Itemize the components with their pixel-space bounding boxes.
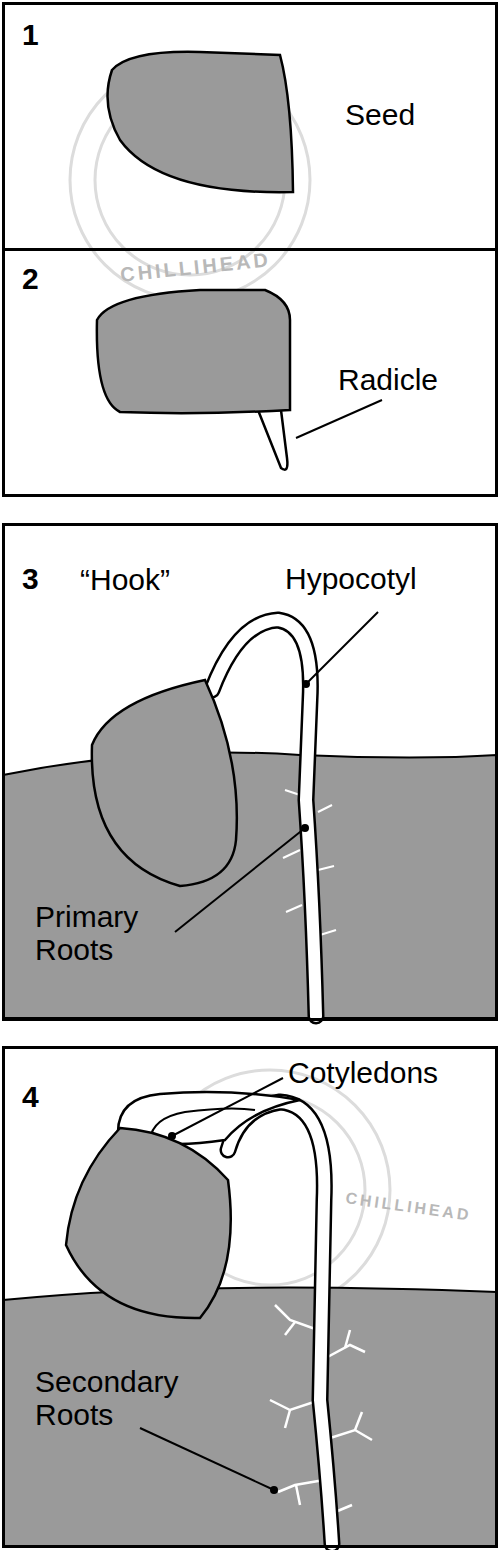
leader-line: [140, 1428, 274, 1490]
leader-dot: [302, 680, 310, 688]
panel: 2Radicle: [2, 248, 498, 497]
leader-line: [306, 612, 378, 684]
panel-number: 1: [22, 18, 39, 51]
panel: 4 CotyledonsSecondary Roots: [2, 1046, 498, 1548]
panel: 3 “Hook” HypocotylPrimary Roots: [2, 523, 498, 1021]
cotyledon-inner: [150, 1108, 255, 1140]
leader-line: [296, 400, 382, 438]
soil: [3, 753, 497, 1019]
panel: 1Seed: [2, 2, 498, 251]
seed: [92, 680, 237, 886]
seed: [66, 1128, 231, 1318]
leader-dot: [168, 1132, 176, 1140]
leader-line: [175, 828, 305, 932]
part-label: Radicle: [338, 363, 438, 396]
seed: [97, 290, 290, 413]
watermark: CHILLIHEAD: [344, 1189, 472, 1224]
watermark: CHILLIHEAD: [119, 248, 272, 287]
part-label: Seed: [345, 98, 415, 131]
hypocotyl-outline: [228, 1102, 332, 1544]
part-label: Primary Roots: [35, 900, 185, 966]
part-label: Cotyledons: [288, 1056, 438, 1089]
part-label: Hypocotyl: [285, 562, 417, 595]
part-label: Secondary Roots: [35, 1365, 225, 1431]
leader-dot: [270, 1486, 278, 1494]
radicle: [258, 410, 287, 470]
leader-line: [172, 1078, 283, 1136]
seed: [108, 52, 294, 192]
panel-number: 4: [22, 1080, 39, 1113]
stage-label: “Hook”: [80, 563, 170, 596]
leader-dot: [301, 824, 309, 832]
soil: [3, 1288, 497, 1547]
panel-number: 3: [22, 562, 39, 595]
panel-number: 2: [22, 262, 39, 295]
hypocotyl: [228, 1102, 332, 1544]
